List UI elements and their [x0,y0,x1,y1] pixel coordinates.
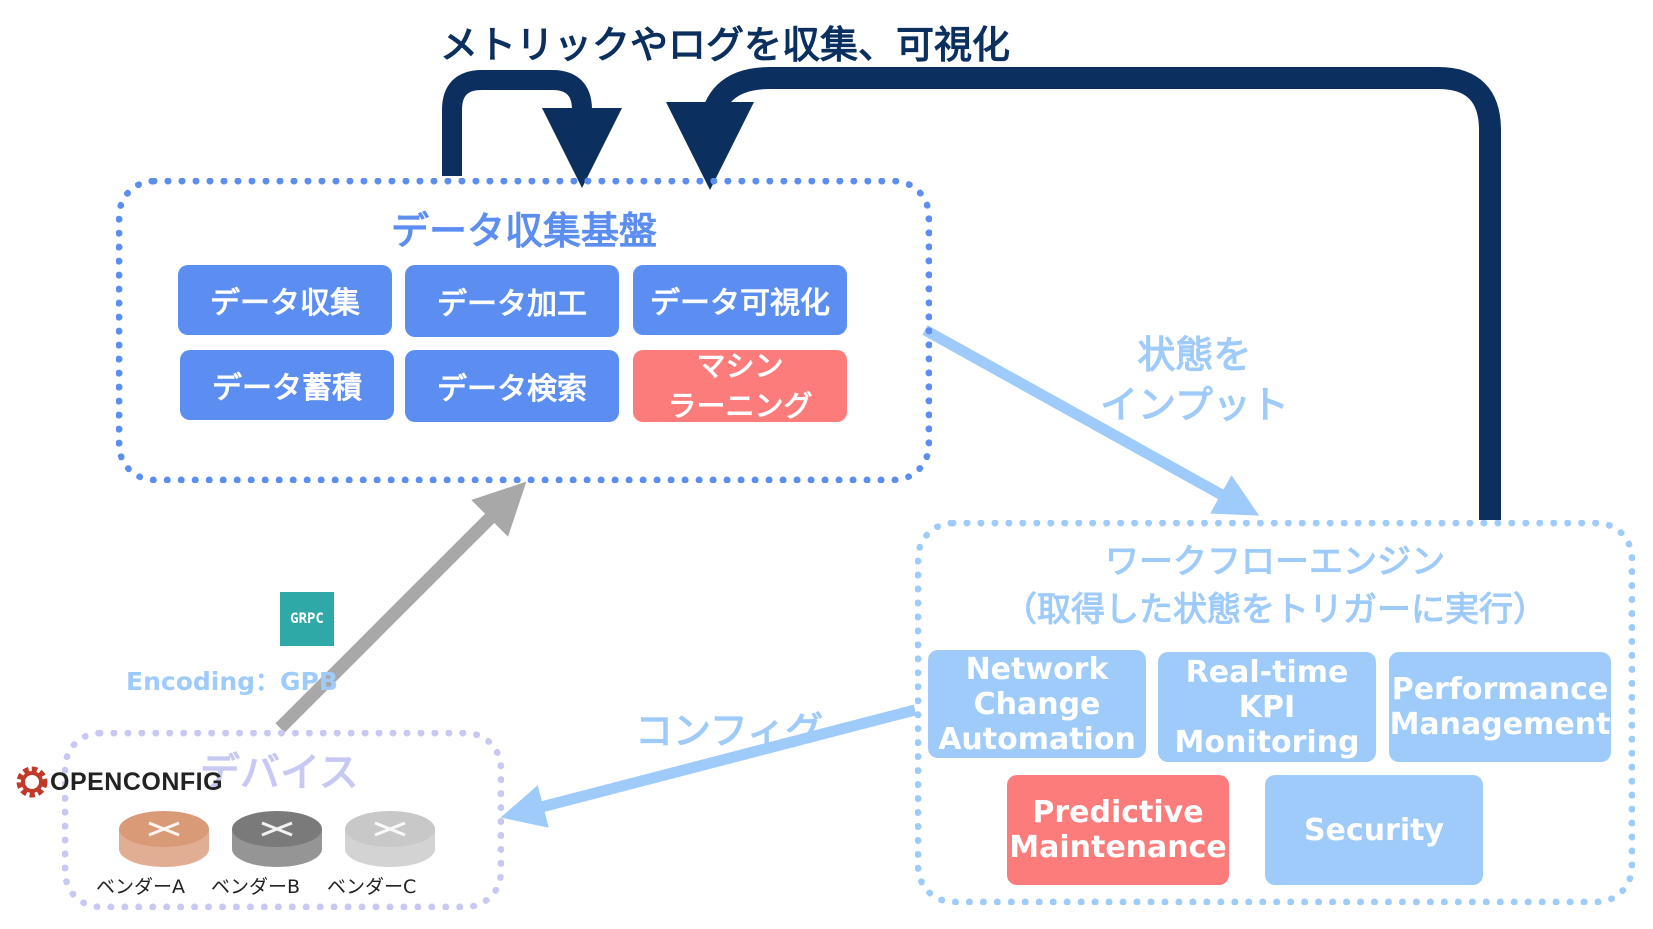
workflow-engine-group [915,520,1635,905]
predictive-maintenance-box: Predictive Maintenance [1007,775,1229,885]
data-platform-title: データ収集基盤 [390,209,657,253]
vendor-b-label: ベンダーB [211,876,301,898]
grpc-logo: GRPC [280,592,334,646]
config-arrow [500,704,917,828]
data-processing-box: データ加工 [405,265,619,337]
telemetry-arrow [275,481,527,733]
openconfig-gear-icon [16,766,48,798]
data-search-box: データ検索 [405,350,619,422]
router-icon [232,811,322,867]
encoding-label: Encoding：GPB [126,667,338,696]
network-change-automation-box: Network Change Automation [928,650,1146,758]
data-storage-box: データ蓄積 [180,350,394,420]
loop-arrow [442,70,622,188]
workflow-engine-heading: ワークフローエンジン [1105,542,1445,582]
vendor-a-label: ベンダーA [96,876,185,898]
router-icon [119,811,209,867]
config-label: コンフィグ [635,709,824,753]
security-box: Security [1265,775,1483,885]
machine-learning-box: マシン ラーニング [633,349,847,423]
state-input-arrow [922,325,1260,516]
openconfig-logo: OPENCONFIG [14,764,223,800]
workflow-engine-subtitle: （取得した状態をトリガーに実行） [1003,590,1547,630]
data-platform-group [116,178,932,483]
performance-management-box: Performance Management [1389,652,1611,762]
vendor-c-label: ベンダーC [327,876,417,898]
devices-title: デバイス [200,750,359,796]
router-icon [345,811,435,867]
data-visualization-box: データ可視化 [633,265,847,335]
state-input-label: 状態を インプット [1100,333,1289,427]
data-collection-box: データ収集 [178,265,392,335]
workflow-engine-title: ワークフローエンジン （取得した状態をトリガーに実行） [915,538,1635,634]
openconfig-wordmark: OPENCONFIG [50,767,224,796]
devices-group [62,730,504,910]
feedback-arrow [666,67,1501,520]
realtime-kpi-monitoring-box: Real-time KPI Monitoring [1158,652,1376,762]
page-title: メトリックやログを収集、可視化 [440,23,1011,67]
